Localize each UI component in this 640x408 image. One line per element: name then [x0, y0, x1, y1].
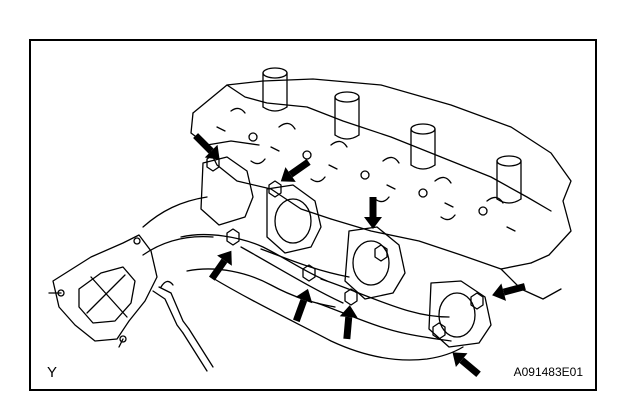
bolts: [206, 154, 484, 340]
view-label: Y: [47, 364, 58, 381]
illustration-frame: Y A091483E01: [29, 39, 597, 391]
figure-code: A091483E01: [513, 365, 583, 379]
spark-plug-tubes: [262, 67, 522, 204]
exhaust-manifold-illustration: [48, 67, 572, 377]
outlet-flange: [48, 234, 158, 348]
arrow-markers: [193, 133, 526, 377]
exhaust-pipes: [142, 196, 464, 361]
manifold-flanges: [200, 156, 492, 348]
cylinder-head: [190, 78, 572, 300]
oxygen-sensor: [152, 280, 214, 372]
